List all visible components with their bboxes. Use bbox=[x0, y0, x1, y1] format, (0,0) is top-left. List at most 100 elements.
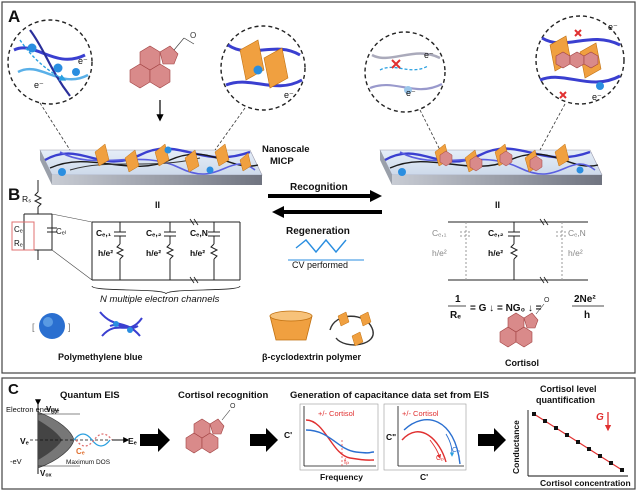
svg-text:O: O bbox=[230, 403, 236, 410]
panel-c-frame bbox=[1, 377, 636, 490]
generation-title: Generation of capacitance data set from … bbox=[290, 390, 489, 401]
cq-c-label: Cₑ bbox=[76, 447, 85, 456]
data-point bbox=[565, 433, 569, 437]
cq1-left-label: Cₑ,₁ bbox=[96, 228, 112, 238]
electron-label-6: e⁻ bbox=[608, 22, 618, 32]
data-point bbox=[598, 454, 602, 458]
formula-lhs-den: Rₑ bbox=[450, 310, 461, 321]
zoom-circle-polymer: e⁻ e⁻ bbox=[7, 19, 93, 105]
cq1-right-label: Cₑ,₁ bbox=[432, 228, 447, 238]
v-f-label: Vₑ bbox=[20, 436, 29, 446]
electron-label-4: e⁻ bbox=[406, 88, 416, 98]
micp-label: MICP bbox=[270, 156, 294, 167]
quantification-title-2: quantification bbox=[536, 395, 595, 405]
data-point bbox=[576, 440, 580, 444]
electron-label-7: e⁻ bbox=[592, 92, 602, 102]
data-point bbox=[532, 412, 536, 416]
process-arrow-2 bbox=[250, 428, 278, 452]
data-point bbox=[620, 468, 624, 472]
panel-ab-frame bbox=[1, 1, 636, 374]
zoom-circle-binding-site: e⁻ bbox=[220, 25, 306, 111]
c-double-prime-plot bbox=[383, 403, 467, 471]
data-point bbox=[543, 419, 547, 423]
zoom-circle-blocked-transport: e⁻ e⁻ bbox=[364, 31, 446, 113]
plus-minus-cortisol-1: +/- Cortisol bbox=[318, 409, 355, 418]
c-double-prime-label: C" bbox=[386, 432, 396, 442]
cv-performed-label: CV performed bbox=[292, 260, 348, 270]
data-point bbox=[587, 447, 591, 451]
conductance-axis-label: Conductance bbox=[511, 420, 521, 474]
dos-diagram bbox=[30, 399, 130, 474]
panel-a-label: A bbox=[8, 7, 20, 26]
cortisol-molecule-c: O bbox=[185, 403, 236, 454]
he2-right-3: h/e² bbox=[568, 248, 583, 258]
g-label: G bbox=[596, 412, 604, 423]
panel-b-label: B bbox=[8, 185, 20, 204]
c-prime-plot bbox=[299, 403, 379, 471]
electron-label-3: e⁻ bbox=[284, 90, 294, 100]
recognition-label: Recognition bbox=[290, 182, 348, 193]
svg-text:]: ] bbox=[68, 322, 71, 332]
electron-label-1: e⁻ bbox=[34, 80, 44, 90]
cortisol-label: Cortisol bbox=[505, 358, 539, 368]
c-prime-y-label: C' bbox=[284, 430, 292, 440]
data-point bbox=[554, 426, 558, 430]
rs-label: Rₛ bbox=[22, 194, 31, 204]
polymethylene-blue-icon: [ ] bbox=[32, 311, 143, 339]
cq-small-label: Cₑ bbox=[14, 225, 23, 234]
formula-lhs-num: 1 bbox=[455, 294, 461, 305]
electron-label-2: e⁻ bbox=[78, 56, 88, 66]
quantification-title-1: Cortisol level bbox=[540, 384, 597, 394]
regeneration-arrow bbox=[272, 206, 382, 218]
f-p-label: fₚ bbox=[344, 457, 349, 466]
v-red-label: Vᵣₑₑ bbox=[46, 405, 59, 414]
he2-left-1: h/e² bbox=[98, 248, 113, 258]
cqn-right-label: Cₑ,N bbox=[568, 228, 586, 238]
process-arrow-3 bbox=[478, 428, 506, 452]
right-electrode bbox=[379, 143, 603, 185]
cdl-label: Cₑₗ bbox=[56, 227, 66, 236]
zoom-circle-cortisol-bound: e⁻ e⁻ bbox=[535, 15, 625, 105]
he2-right-2: h/e² bbox=[488, 248, 503, 258]
c-p-label-blue: Cₚ bbox=[452, 447, 460, 454]
c-prime-x-label: C' bbox=[420, 472, 428, 482]
rq-small-label: Rₑ bbox=[14, 239, 23, 248]
formula-rhs-num: 2Ne² bbox=[574, 294, 596, 305]
cqn-left-label: Cₑ,N bbox=[190, 228, 208, 238]
v-ox-label: Vₒₓ bbox=[40, 469, 52, 478]
ii-right: II bbox=[495, 200, 500, 210]
beta-cyclodextrin-label: β-cyclodextrin polymer bbox=[262, 352, 362, 362]
nanoscale-label: Nanoscale bbox=[262, 144, 310, 155]
channel-circuit-right bbox=[448, 218, 588, 284]
svg-text:[: [ bbox=[32, 322, 35, 332]
quantum-eis-title: Quantum EIS bbox=[60, 390, 120, 401]
data-point bbox=[609, 461, 613, 465]
cq2-right-label: Cₑ,₂ bbox=[488, 228, 504, 238]
ii-left: II bbox=[155, 200, 160, 210]
formula-mid: = G ↓ = NG₀ ↓ = bbox=[470, 303, 542, 314]
electron-label-5: e⁻ bbox=[424, 50, 434, 60]
quantification-chart bbox=[527, 410, 628, 477]
svg-text:O: O bbox=[190, 31, 196, 40]
electron-energy-label: Electron energy bbox=[6, 405, 59, 414]
channel-circuit-left bbox=[91, 218, 241, 284]
cortisol-recognition-title: Cortisol recognition bbox=[178, 390, 268, 401]
c-p-label-red: Cₚ bbox=[436, 455, 444, 462]
frequency-label: Frequency bbox=[320, 472, 363, 482]
he2-left-3: h/e² bbox=[190, 248, 205, 258]
cortisol-molecule-legend: O bbox=[499, 297, 550, 348]
beta-cyclodextrin-icon bbox=[269, 310, 374, 347]
cortisol-concentration-label: Cortisol concentration bbox=[540, 478, 631, 488]
recognition-arrow bbox=[268, 190, 382, 202]
svg-text:O: O bbox=[544, 297, 550, 304]
panel-c-label: C bbox=[8, 381, 19, 398]
regeneration-label: Regeneration bbox=[286, 226, 350, 237]
minus-ev-label: -eV bbox=[10, 457, 22, 466]
process-arrow-1 bbox=[140, 428, 170, 452]
he2-left-2: h/e² bbox=[146, 248, 161, 258]
n-channels-label: N multiple electron channels bbox=[100, 294, 220, 305]
cq2-left-label: Cₑ,₂ bbox=[146, 228, 162, 238]
polymethylene-blue-label: Polymethylene blue bbox=[58, 352, 143, 362]
e-f-label: Eₑ bbox=[128, 436, 137, 446]
